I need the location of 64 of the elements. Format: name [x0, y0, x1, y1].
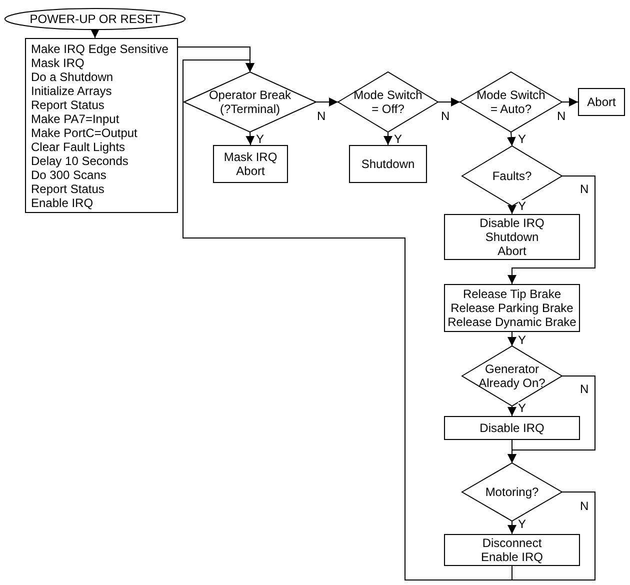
decision-diamond: [338, 72, 438, 132]
step-text: Report Status: [31, 182, 104, 196]
arrow: [246, 132, 255, 146]
node-text: Abort: [587, 95, 616, 109]
step-text: Clear Fault Lights: [31, 140, 126, 154]
arrow: [182, 60, 512, 580]
edge-label: N: [441, 110, 450, 122]
step-text: Make PA7=Input: [31, 112, 120, 126]
node-text: POWER-UP OR RESET: [30, 12, 160, 26]
arrow: [508, 176, 596, 284]
step-text: Delay 10 Seconds: [31, 154, 128, 168]
node-text: Release Tip Brake Release Parking Brake Release Dynamic Brake: [446, 287, 578, 329]
process-box: [25, 38, 178, 213]
node-text: Operator Break (?Terminal): [208, 88, 292, 116]
start-ellipse: [4, 8, 186, 30]
process-box: [444, 214, 580, 260]
node-text: Mode Switch = Auto?: [476, 88, 546, 116]
arrow: [508, 205, 516, 214]
edge-label: N: [557, 110, 566, 122]
node-text: Generator Already On?: [478, 362, 546, 390]
edge-label: N: [580, 500, 589, 512]
arrow: [384, 132, 392, 146]
process-box: [349, 145, 427, 183]
arrow: [316, 98, 338, 106]
edge-label: Y: [518, 518, 526, 530]
node-text: Mode Switch = Off?: [352, 88, 424, 116]
node-text: Disconnect Enable IRQ: [480, 536, 544, 564]
process-box: [444, 416, 580, 440]
step-text: Do 300 Scans: [31, 168, 106, 182]
node-text: Mask IRQ Abort: [222, 150, 278, 178]
process-box: [444, 534, 580, 566]
step-text: Mask IRQ: [31, 56, 84, 70]
edge-label: Y: [518, 334, 526, 346]
step-text: Initialize Arrays: [31, 84, 112, 98]
arrow: [508, 332, 516, 346]
edge-label: N: [580, 183, 589, 195]
edge-label: Y: [518, 200, 526, 212]
step-text: Make IRQ Edge Sensitive: [31, 42, 168, 56]
decision-diamond: [462, 463, 562, 521]
node-text: Disable IRQ: [480, 421, 544, 435]
edge-label: Y: [256, 133, 264, 145]
arrow: [562, 98, 578, 106]
arrow: [508, 440, 516, 464]
arrow: [438, 98, 460, 106]
arrow: [508, 520, 516, 534]
edge-label: Y: [394, 133, 402, 145]
process-box: [213, 145, 288, 183]
edge-label: Y: [518, 402, 526, 414]
process-box: [578, 88, 625, 116]
decision-diamond: [184, 72, 316, 132]
step-text: Do a Shutdown: [31, 70, 114, 84]
edge-label: N: [317, 110, 326, 122]
edge-label: N: [580, 383, 589, 395]
step-text: Report Status: [31, 98, 104, 112]
arrow: [506, 132, 516, 146]
node-text: Shutdown: [361, 157, 415, 171]
edge-label: Y: [518, 133, 526, 145]
node-text: Faults?: [491, 169, 533, 183]
arrow: [508, 406, 516, 416]
node-text: Disable IRQ Shutdown Abort: [478, 216, 546, 258]
step-text: Enable IRQ: [31, 196, 94, 210]
node-text: Motoring?: [484, 485, 540, 499]
arrow: [90, 29, 100, 38]
step-text: Make PortC=Output: [31, 126, 138, 140]
